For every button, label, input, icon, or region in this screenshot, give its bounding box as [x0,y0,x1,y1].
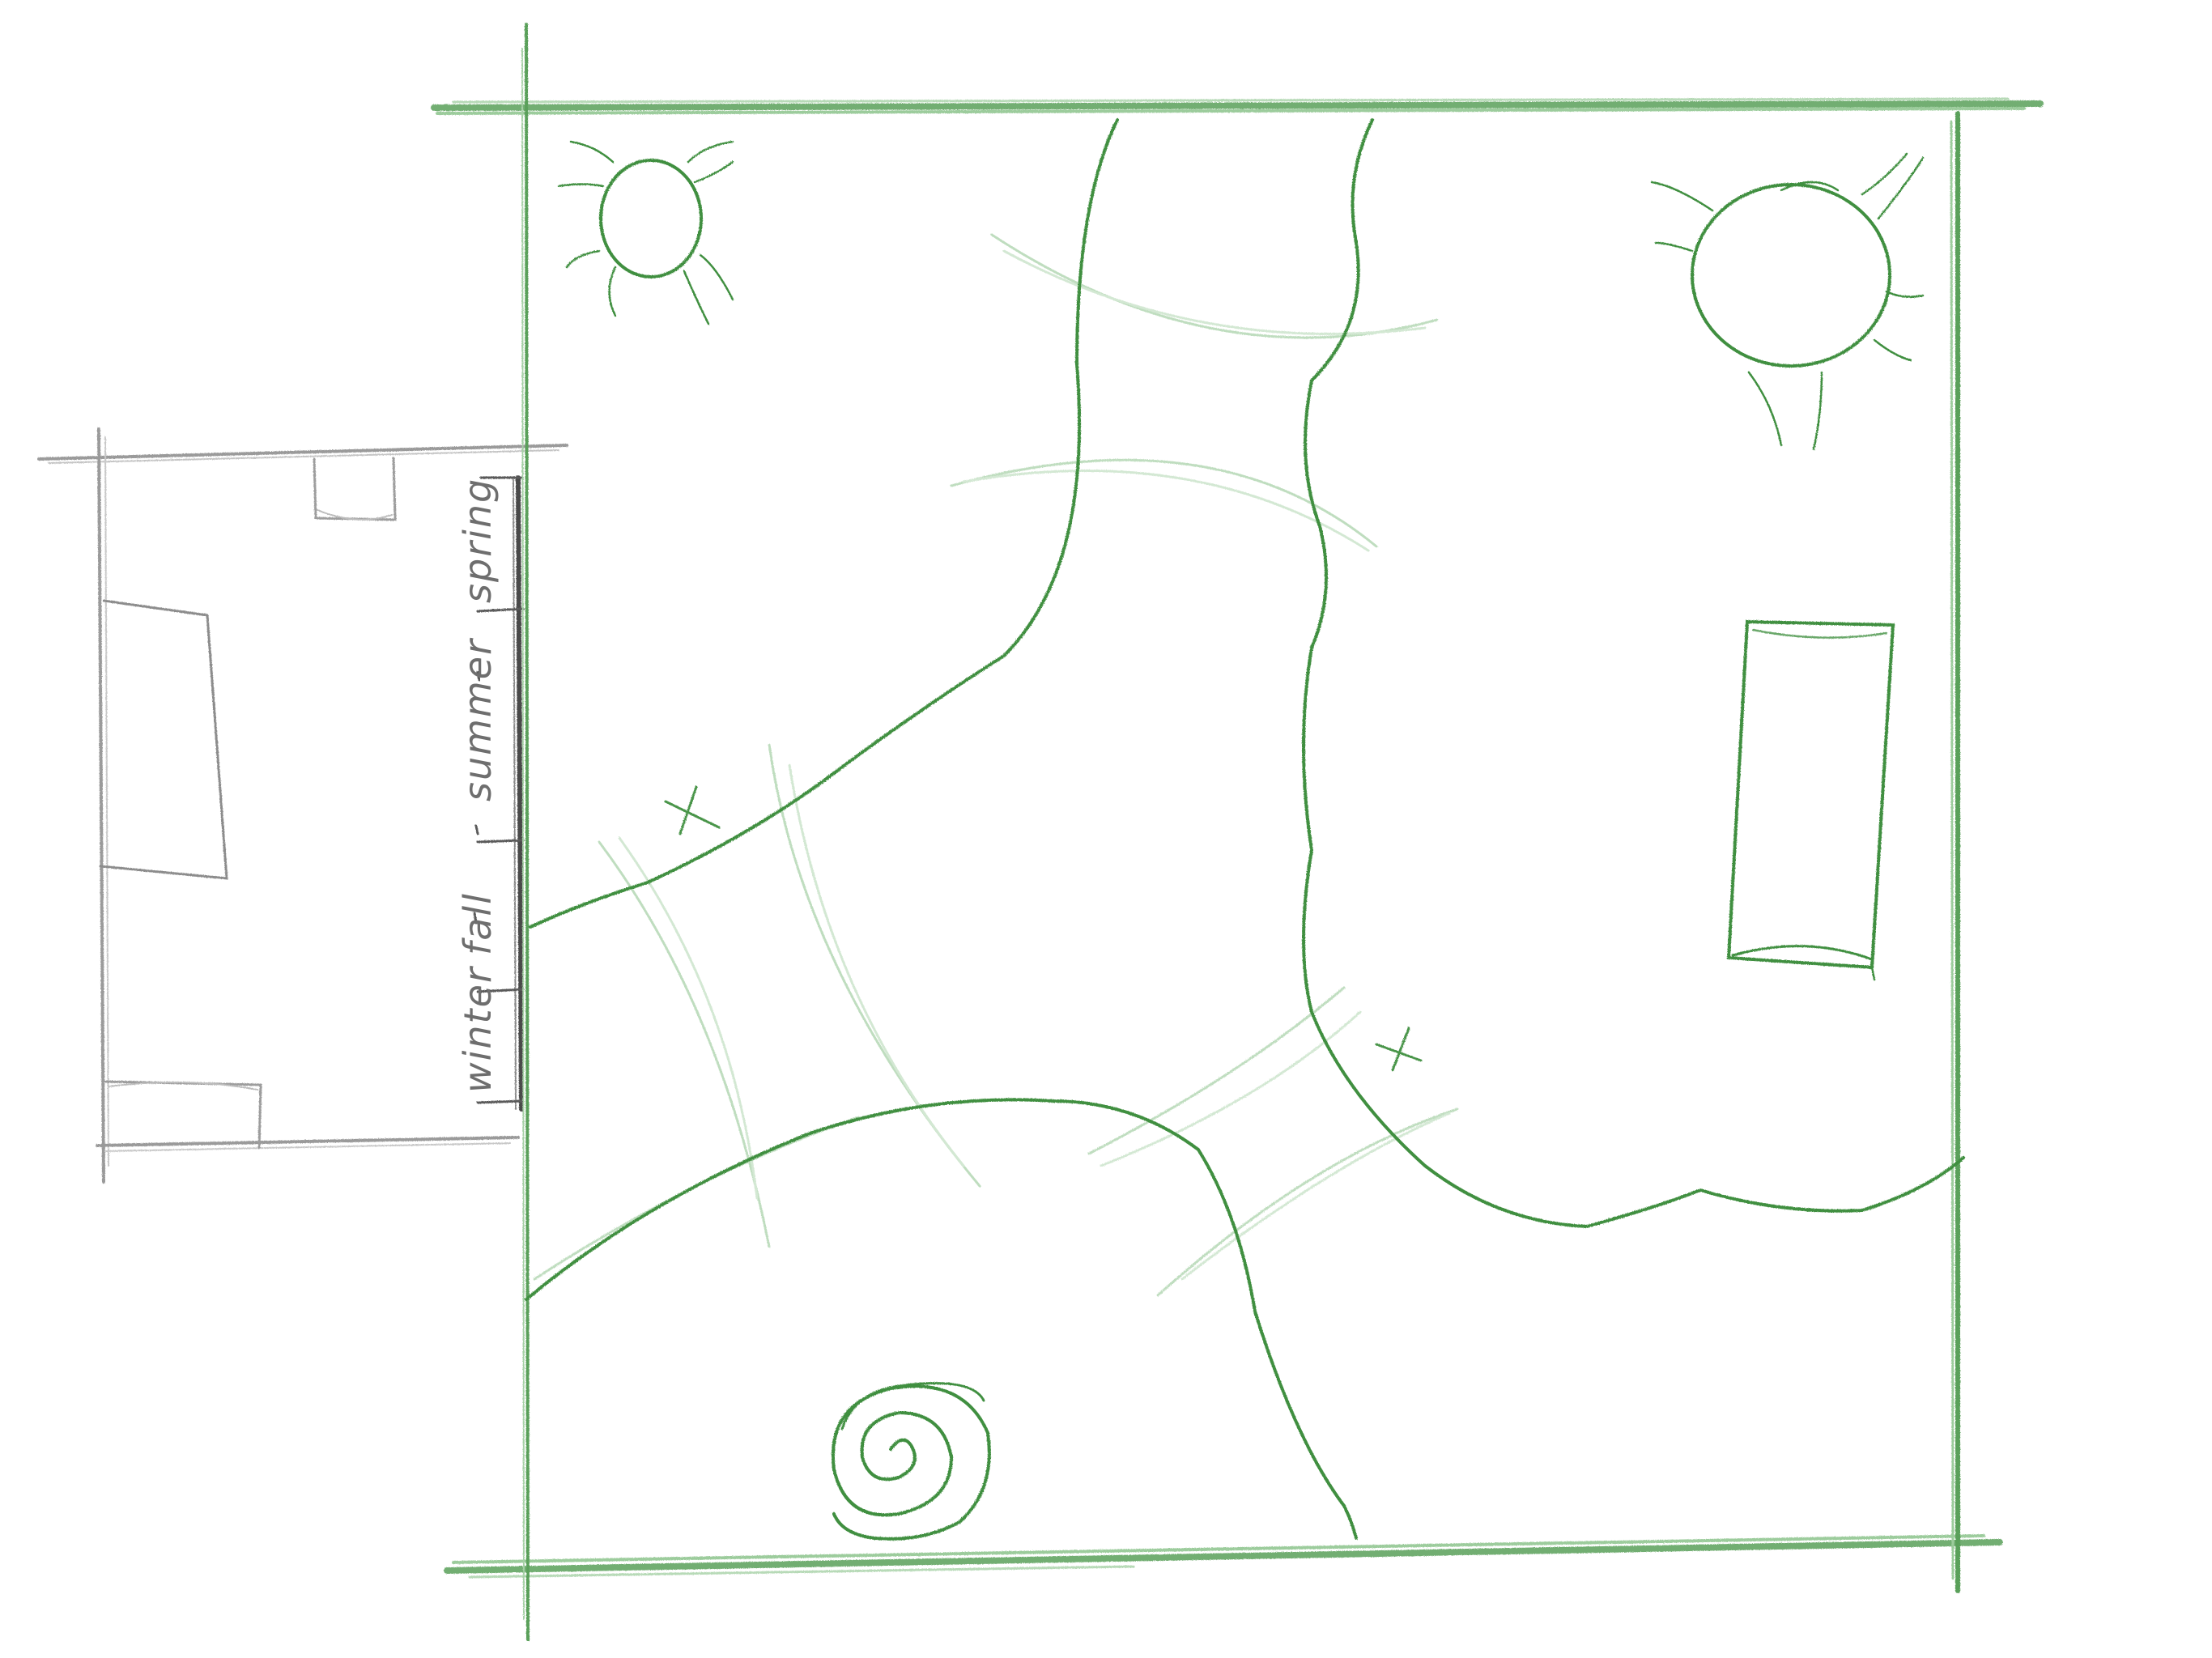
path-south [526,1099,1356,1538]
season-strip [518,478,521,1109]
frame-left-edge [526,24,528,1639]
sun-icon [1652,154,1923,449]
season-labels: winter fall summer spring [456,478,500,1093]
season-tick [478,609,523,611]
frame-bottom-edge [447,1542,2000,1571]
season-label-winter: winter [456,965,500,1093]
path-central [1304,120,1963,1226]
season-label-fall: fall [456,892,500,955]
season-label-spring: spring [456,478,500,603]
season-label-summer: summer [456,637,500,801]
cross-mark-icon [1376,1028,1421,1070]
path-northwest [530,120,1117,927]
panel-small-box-top [314,458,395,520]
frame-top-edge [434,104,2040,108]
panel-left-edge [99,429,104,1182]
sun-icon [559,142,733,324]
season-tick [478,1101,523,1103]
cross-mark-icon [666,787,719,834]
panel-small-box-bottom [105,1082,261,1148]
panel-large-box [100,601,227,878]
spiral-icon [833,1384,989,1539]
map-frame [434,24,2040,1639]
season-tick [478,840,523,842]
guide-arcs [534,235,1457,1295]
rectangle-building [1729,622,1893,980]
